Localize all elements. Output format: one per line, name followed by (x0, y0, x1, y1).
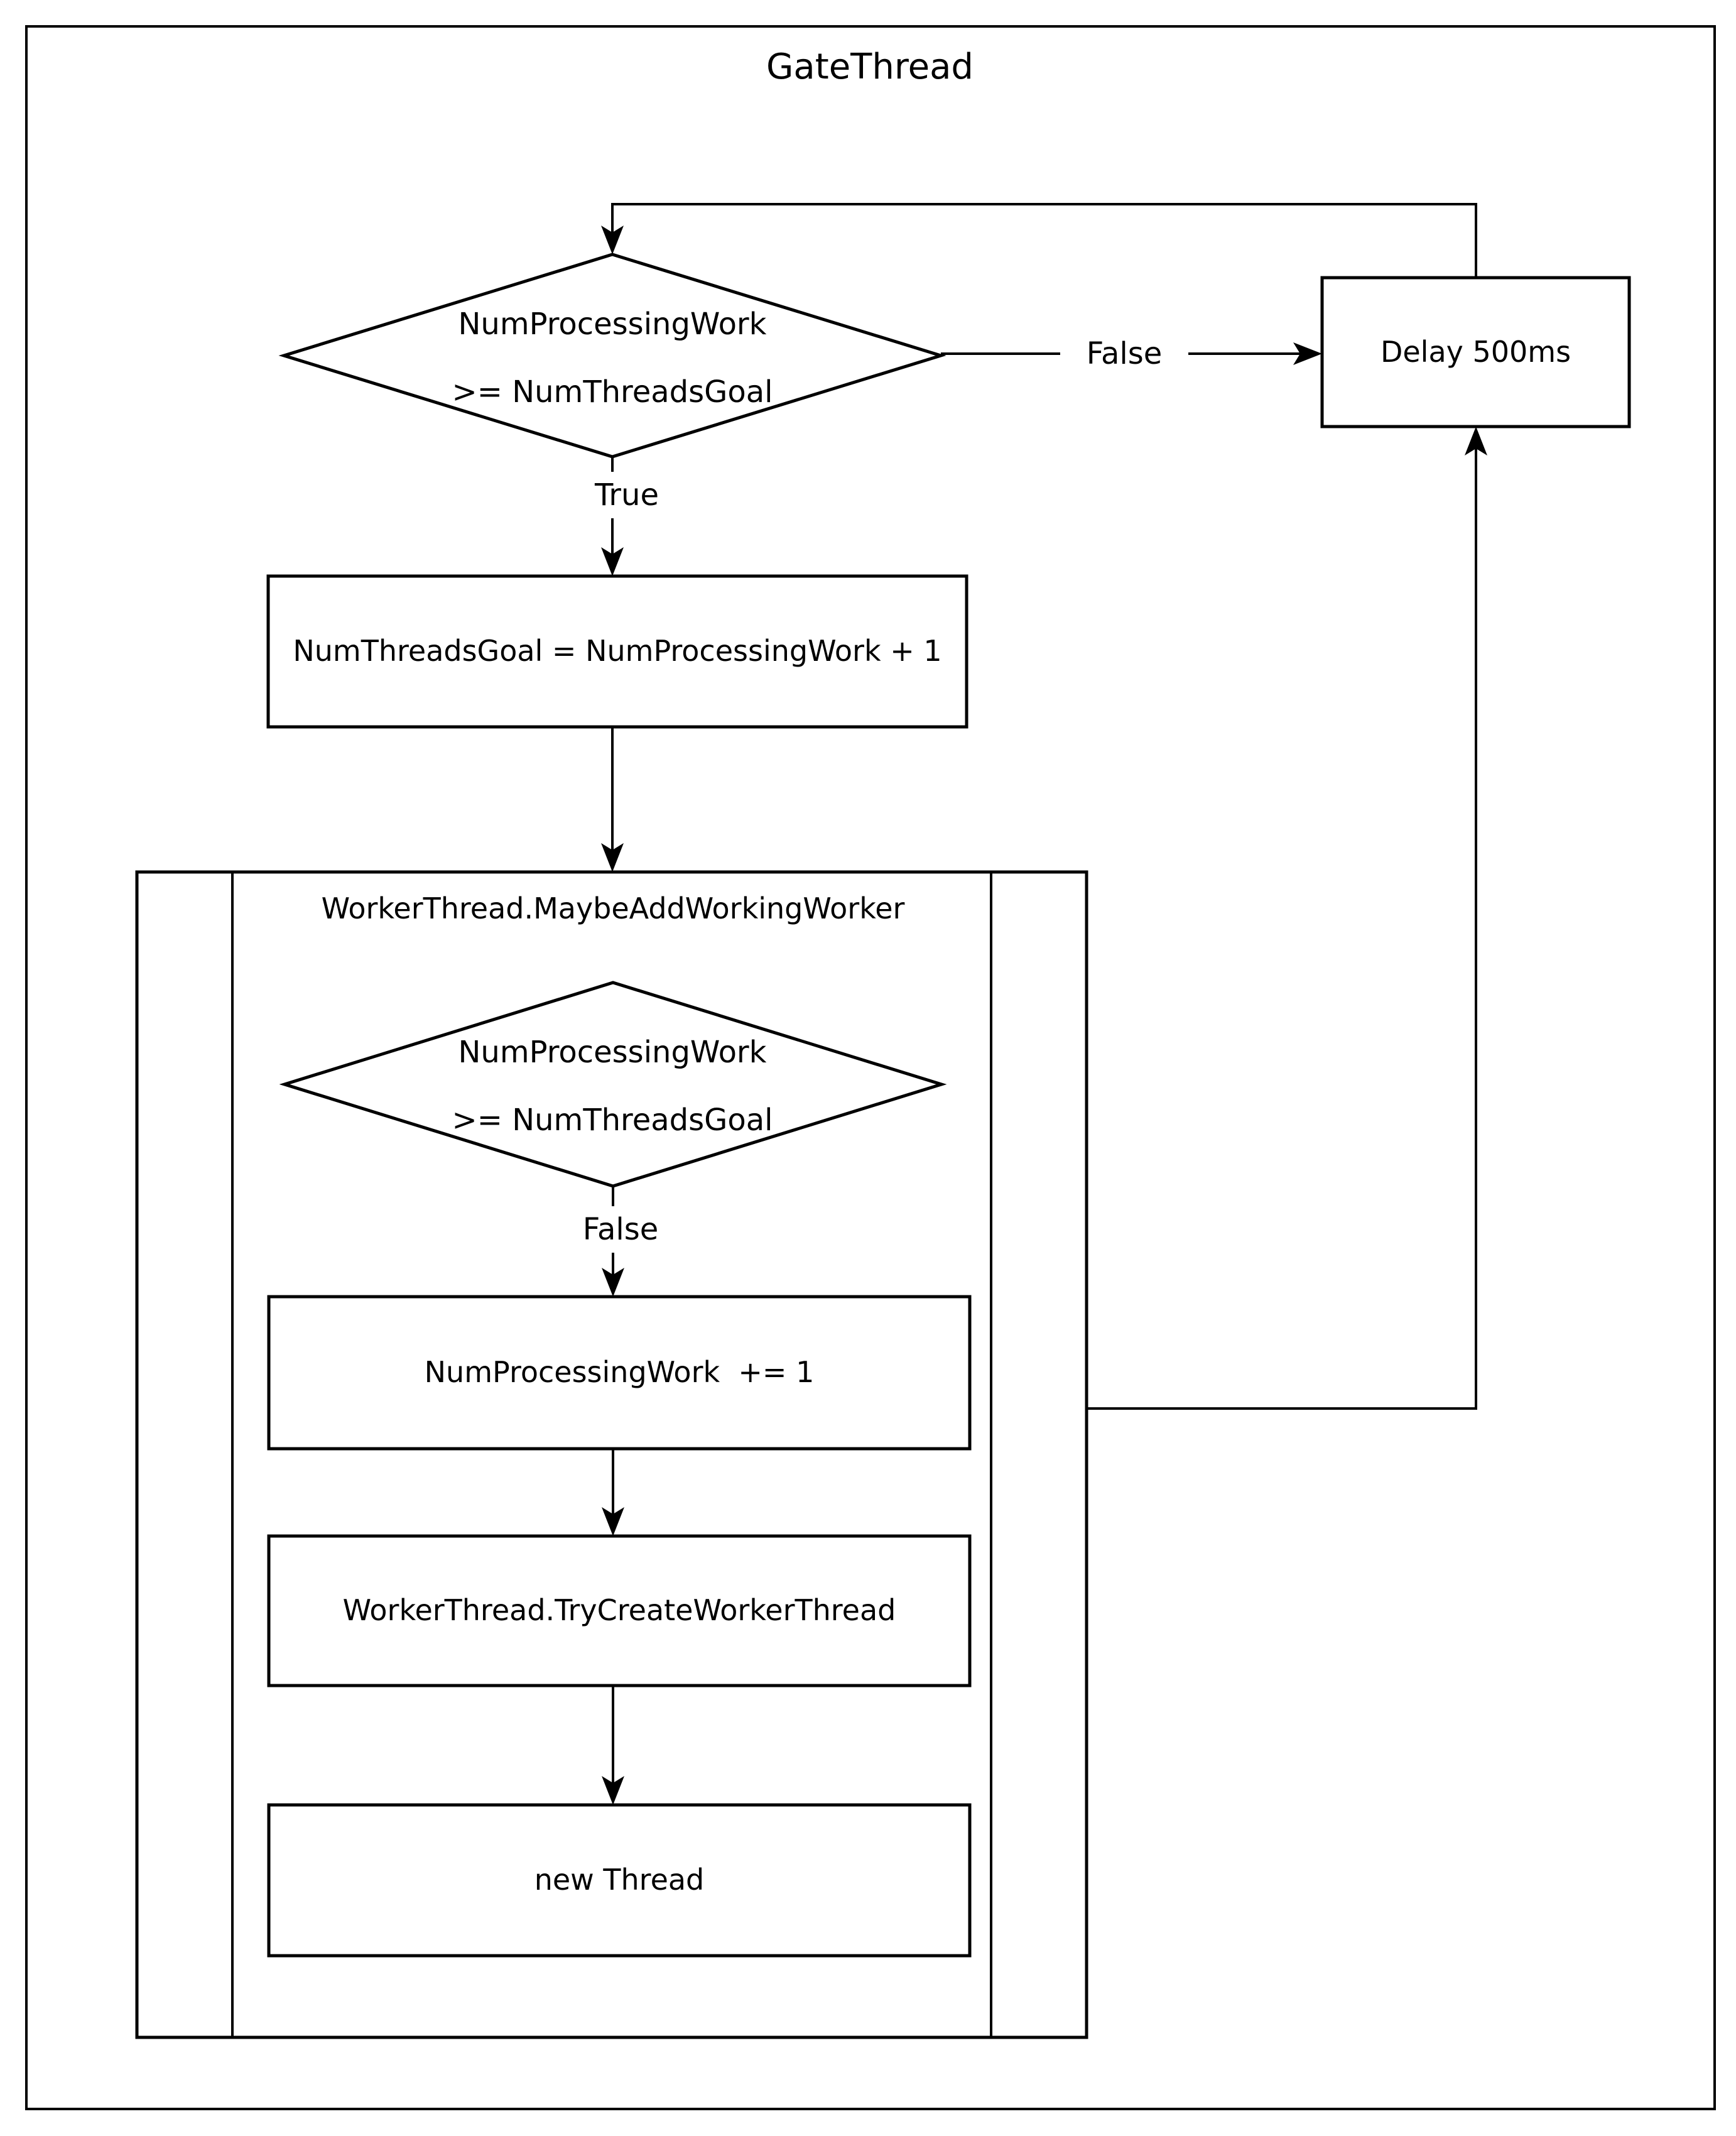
decision-inner-line2: >= NumThreadsGoal (452, 1103, 773, 1138)
increment-box-text: NumProcessingWork += 1 (424, 1355, 815, 1390)
decision-inner-text: NumProcessingWork >= NumThreadsGoal (352, 1008, 873, 1165)
try-create-box-text: WorkerThread.TryCreateWorkerThread (342, 1593, 896, 1628)
edge-label-false-inner: False (556, 1206, 685, 1253)
edge-delay-to-decision-top (611, 203, 1477, 278)
new-thread-box-text: new Thread (534, 1863, 705, 1897)
decision-inner-line1: NumProcessingWork (458, 1035, 767, 1070)
new-thread-box (267, 1803, 972, 1958)
try-create-box (267, 1534, 972, 1687)
decision-top-text: NumProcessingWork >= NumThreadsGoal (352, 280, 873, 437)
set-goal-box (266, 574, 968, 729)
edge-label-false-top: False (1060, 330, 1188, 377)
page-title: GateThread (766, 46, 974, 88)
delay-box-text: Delay 500ms (1380, 334, 1571, 369)
delay-box (1320, 276, 1631, 428)
edge-label-true: True (563, 472, 691, 518)
arrowhead-into-delay-bottom (1465, 427, 1487, 455)
arrowhead-into-delay (1293, 342, 1322, 365)
decision-top-line2: >= NumThreadsGoal (452, 374, 773, 410)
arrowhead-into-set-goal (601, 547, 624, 576)
page-border (25, 25, 1716, 2110)
arrowhead-into-decision-top (601, 226, 624, 254)
arrowhead-into-subroutine (601, 843, 624, 872)
decision-top-line1: NumProcessingWork (458, 307, 767, 342)
subroutine-title: WorkerThread.MaybeAddWorkingWorker (321, 891, 905, 926)
arrowhead-into-new-thread (602, 1776, 624, 1805)
set-goal-box-text: NumThreadsGoal = NumProcessingWork + 1 (293, 634, 942, 668)
arrowhead-into-try-create (602, 1507, 624, 1536)
increment-box (267, 1295, 972, 1451)
arrowhead-into-increment (602, 1268, 624, 1297)
edge-subroutine-to-delay (1087, 430, 1477, 1410)
